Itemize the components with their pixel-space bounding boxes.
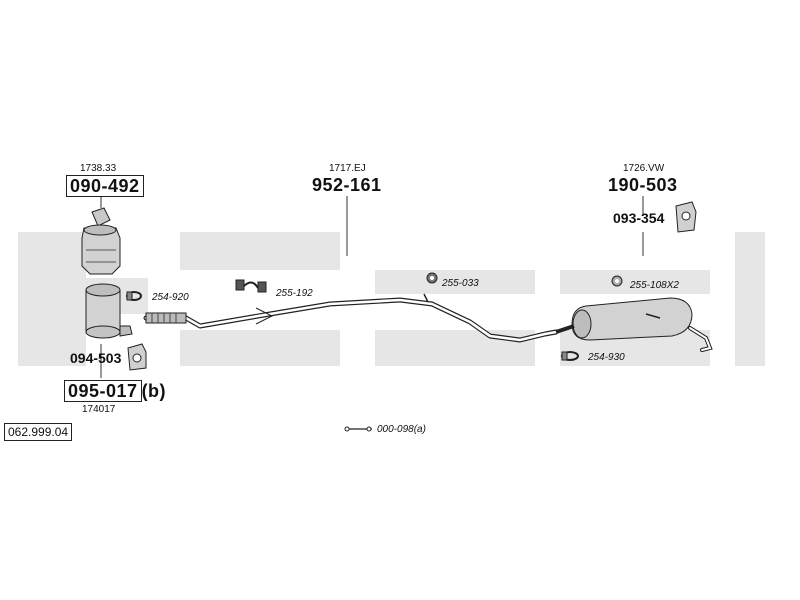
bracket-part-094-503[interactable]: 094-503 [70,350,122,366]
catalyst-ref-bottom: 174017 [82,404,116,415]
catalyst-part-bottom-row: 095-017(b) [64,380,167,402]
rubber-part-255-033[interactable]: 255-033 [442,278,479,289]
muffler-ref: 1726.VW [623,163,665,174]
diagram-reference-number: 062.999.04 [4,423,73,441]
catalytic-converter-icon [81,207,121,275]
hanger-part-255-192[interactable]: 255-192 [276,288,313,299]
bracket-icon [127,343,147,371]
center-pipe-part[interactable]: 952-161 [312,175,382,195]
watermark-block [560,270,710,294]
catalyst-part-bottom-suffix: (b) [141,381,167,401]
clamp-icon [561,351,579,361]
accessory-part[interactable]: 000-098(a) [377,424,426,435]
bracket-part-093-354[interactable]: 093-354 [613,210,665,226]
muffler-icon [555,297,713,352]
watermark-block [180,330,340,366]
catalyst-part-bottom[interactable]: 095-017 [64,380,142,402]
watermark-block [180,232,340,270]
hanger-icon [235,279,267,293]
rubber-ring-icon [611,275,623,287]
watermark-block [18,232,86,278]
watermark-block [735,232,765,366]
clamp-part-254-920[interactable]: 254-920 [152,292,189,303]
clamp-part-254-930[interactable]: 254-930 [588,352,625,363]
watermark-block [18,314,86,366]
bracket-icon [675,201,697,233]
watermark-block [375,270,535,294]
center-pipe-ref: 1717.EJ [329,163,366,174]
rubber-part-255-108x2[interactable]: 255-108X2 [630,280,679,291]
particulate-filter-icon [85,283,133,339]
muffler-part[interactable]: 190-503 [608,175,678,195]
rod-icon [344,426,372,432]
catalyst-part-top[interactable]: 090-492 [66,175,144,197]
pipe-icon [143,293,559,343]
clamp-icon [126,291,142,301]
rubber-ring-icon [426,272,438,284]
catalyst-ref-top: 1738.33 [80,163,117,174]
